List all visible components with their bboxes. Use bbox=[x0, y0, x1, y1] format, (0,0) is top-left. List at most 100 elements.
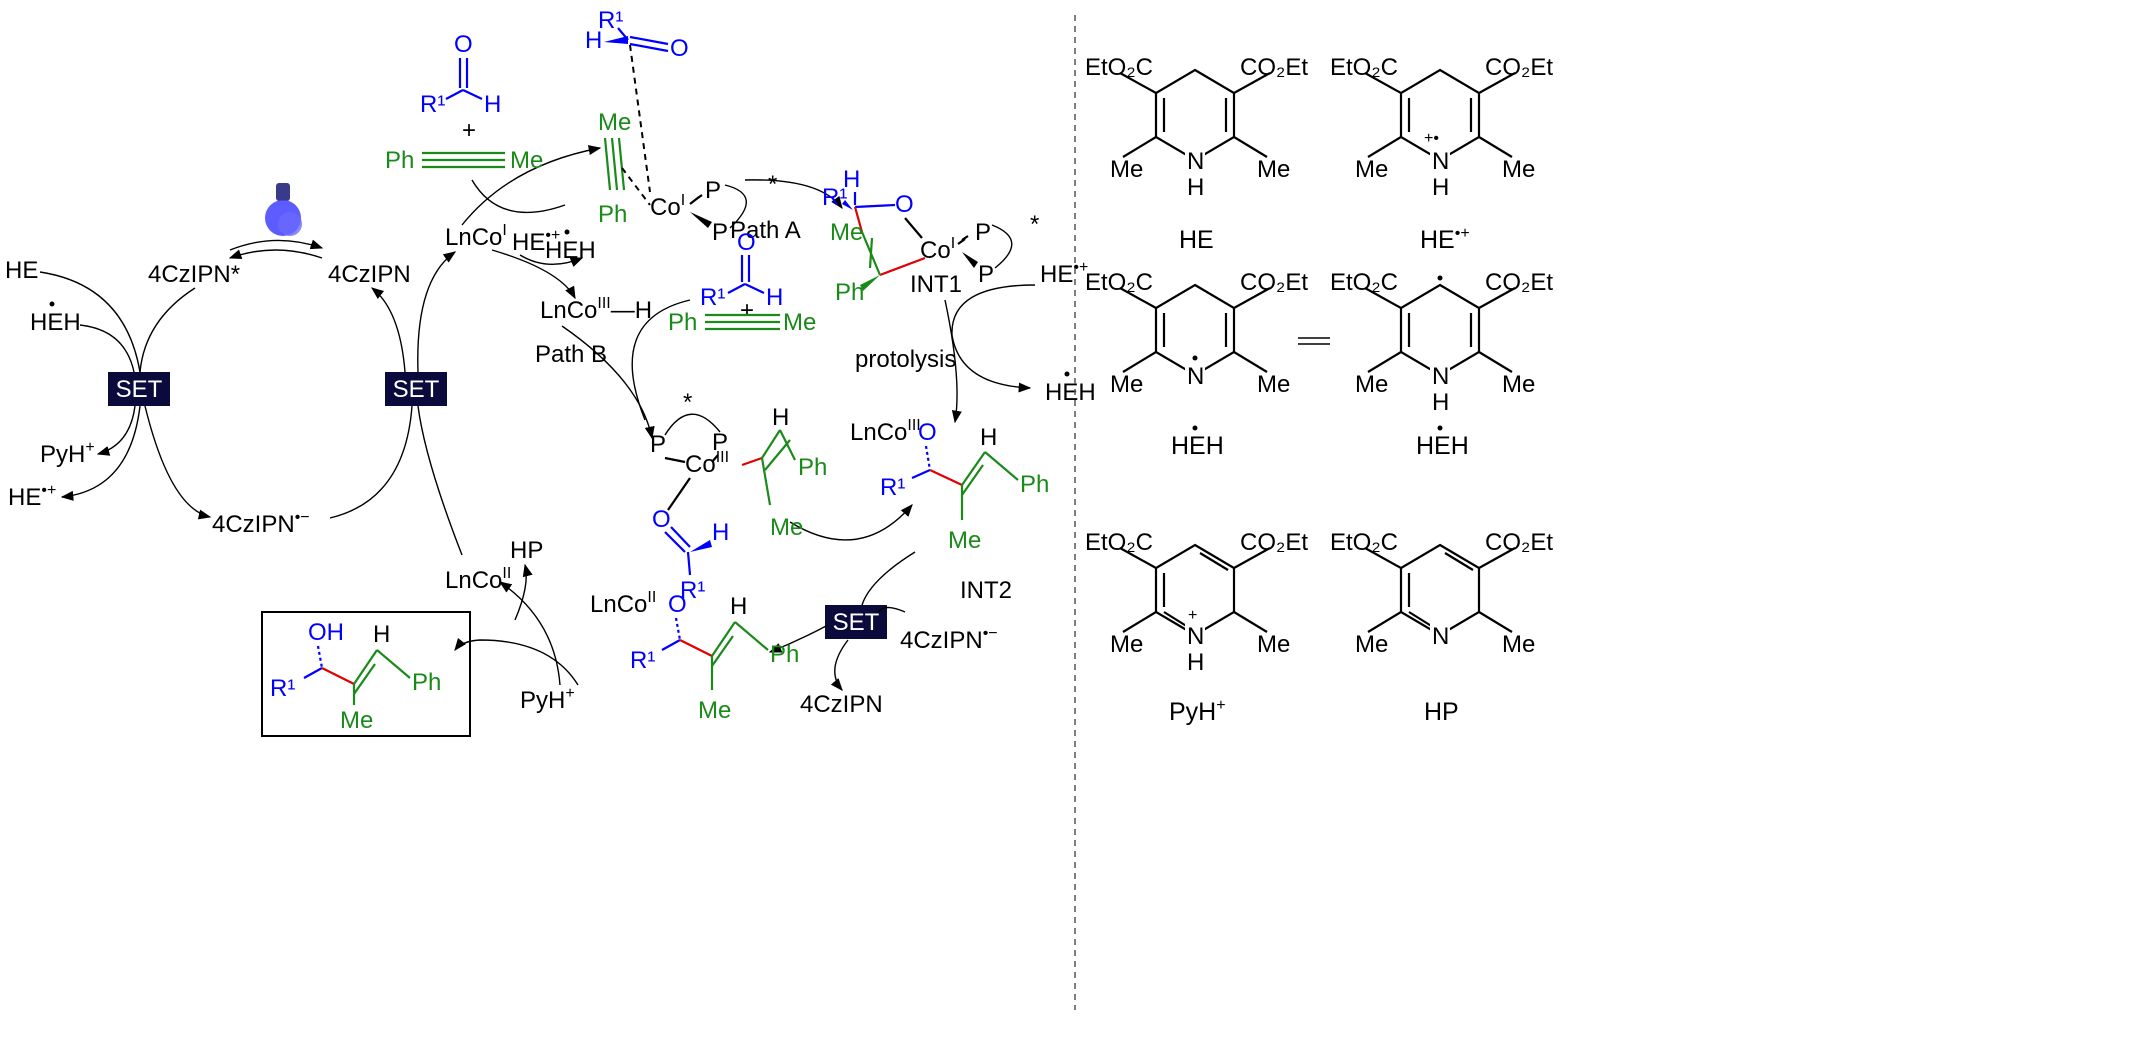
arrow bbox=[79, 324, 135, 373]
legend-hp: N EtO₂C CO₂Et Me Me HP bbox=[1330, 529, 1553, 726]
atom-oh: OH bbox=[308, 619, 344, 646]
coii-alkoxide-structure: LnCoII O R¹ H Ph Me bbox=[590, 589, 799, 724]
atom-r1: R¹ bbox=[822, 184, 847, 211]
ester-right: CO₂Et bbox=[1485, 269, 1553, 296]
methyl-left: Me bbox=[1110, 156, 1143, 183]
protolysis-arrow bbox=[944, 299, 962, 424]
set-box-b bbox=[385, 372, 447, 406]
compound-name: HEH bbox=[1416, 432, 1469, 460]
methyl-right: Me bbox=[1257, 631, 1290, 658]
ligand-backbone bbox=[724, 184, 747, 229]
atom-p: P bbox=[650, 431, 666, 458]
methyl-right: Me bbox=[1502, 631, 1535, 658]
atom-o: O bbox=[652, 506, 671, 533]
arrow bbox=[877, 606, 906, 613]
atom-p: P bbox=[712, 429, 728, 456]
arrow bbox=[519, 254, 584, 267]
atom-h: H bbox=[843, 166, 860, 193]
radical-cation-mark: +• bbox=[1424, 130, 1439, 147]
ester-right: CO₂Et bbox=[1485, 529, 1553, 556]
ester-left: EtO₂C bbox=[1330, 269, 1398, 296]
lnco-iii-hydride-label: LnCoIII—H bbox=[540, 295, 652, 324]
atom-r1: R¹ bbox=[880, 474, 905, 501]
atom-o: O bbox=[918, 419, 937, 446]
path-b-label: Path B bbox=[535, 341, 607, 368]
methyl-left: Me bbox=[1110, 631, 1143, 658]
methyl-left: Me bbox=[1355, 631, 1388, 658]
atom-co: CoI bbox=[920, 235, 955, 264]
atom-p: P bbox=[975, 219, 991, 246]
final-product-box: OH R¹ H Ph Me bbox=[261, 611, 471, 737]
arrow bbox=[951, 284, 1036, 393]
light-bulb-icon bbox=[265, 183, 302, 236]
methyl-right: Me bbox=[1502, 371, 1535, 398]
4czipn-radical-anion-label-2: 4CzIPN•− bbox=[900, 625, 998, 654]
atom-r1: R¹ bbox=[630, 647, 655, 674]
pyh-label-2: PyH+ bbox=[520, 685, 575, 714]
atom-lnco: LnCoIII bbox=[850, 417, 921, 446]
atom-me: Me bbox=[510, 147, 543, 174]
atom-r1: R¹ bbox=[680, 577, 705, 604]
atom-me: Me bbox=[698, 697, 731, 724]
methyl-left: Me bbox=[1110, 371, 1143, 398]
arrow bbox=[861, 551, 916, 606]
heh-label: HEH bbox=[545, 237, 596, 264]
arrow bbox=[329, 405, 413, 519]
arrow bbox=[514, 563, 533, 621]
atom-r1: R¹ bbox=[270, 675, 295, 702]
radical-dot bbox=[1064, 371, 1070, 377]
4czipn-label: 4CzIPN bbox=[328, 261, 411, 288]
plus-sign: + bbox=[462, 117, 476, 144]
methyl-right: Me bbox=[1257, 371, 1290, 398]
cobalt-alkyne-aldehyde-complex: R¹ H O Me Ph CoI P P * bbox=[585, 7, 777, 246]
chiral-star: * bbox=[683, 389, 692, 416]
cobalt-cycle: LnCoI HE•+ HEH LnCoIII—H Path A Path B I… bbox=[445, 145, 1096, 718]
atom-r1: R¹ bbox=[420, 91, 445, 118]
arrow bbox=[491, 249, 576, 300]
path-a-arrow bbox=[744, 179, 843, 210]
lnco-i-label: LnCoI bbox=[445, 222, 507, 251]
pyh-label: PyH+ bbox=[40, 439, 95, 468]
atom-o: O bbox=[895, 191, 914, 218]
reagent-aldehyde-alkyne-2: O R¹ H + Ph Me bbox=[668, 229, 816, 336]
arrow bbox=[631, 299, 691, 421]
atom-n: N bbox=[1432, 623, 1449, 650]
hp-label: HP bbox=[510, 537, 543, 564]
int2-structure: LnCoIII O R¹ H Ph Me bbox=[850, 417, 1049, 554]
atom-p: P bbox=[705, 177, 721, 204]
arrow bbox=[471, 179, 566, 214]
protolysis-label: protolysis bbox=[855, 346, 956, 373]
arrow bbox=[461, 145, 602, 226]
arrow bbox=[60, 405, 141, 501]
arrow bbox=[96, 405, 136, 456]
arrow bbox=[789, 504, 913, 541]
legend-heh-radical: N EtO₂C CO₂Et Me Me HEH bbox=[1085, 269, 1308, 460]
atom-h: H bbox=[1187, 174, 1204, 201]
atom-o: O bbox=[668, 591, 687, 618]
ester-left: EtO₂C bbox=[1330, 529, 1398, 556]
legend-pyh: N + H EtO₂C CO₂Et Me Me PyH+ bbox=[1085, 529, 1308, 726]
positive-charge: + bbox=[1188, 607, 1197, 624]
atom-h: H bbox=[980, 424, 997, 451]
lnco-ii-label: LnCoII bbox=[445, 565, 511, 594]
4czipn-radical-anion-label: 4CzIPN•− bbox=[212, 509, 310, 538]
radical-dot bbox=[49, 301, 55, 307]
set-label-c: SET bbox=[833, 609, 880, 636]
atom-h: H bbox=[373, 621, 390, 648]
he-label: HE bbox=[5, 257, 38, 284]
set-label-b: SET bbox=[393, 376, 440, 403]
atom-p: P bbox=[978, 261, 994, 288]
heh-label: HEH bbox=[30, 309, 81, 336]
atom-n: N bbox=[1187, 148, 1204, 175]
ester-right: CO₂Et bbox=[1240, 54, 1308, 81]
atom-h: H bbox=[1432, 389, 1449, 416]
ester-left: EtO₂C bbox=[1330, 54, 1398, 81]
atom-h: H bbox=[1432, 174, 1449, 201]
legend-he: N H EtO₂C CO₂Et Me Me HE bbox=[1085, 54, 1308, 254]
atom-ph: Ph bbox=[835, 279, 864, 306]
ester-right: CO₂Et bbox=[1240, 529, 1308, 556]
he-radical-cation-label: HE•+ bbox=[8, 482, 56, 511]
atom-h: H bbox=[730, 593, 747, 620]
4czipn-label-2: 4CzIPN bbox=[800, 691, 883, 718]
atom-h: H bbox=[585, 27, 602, 54]
